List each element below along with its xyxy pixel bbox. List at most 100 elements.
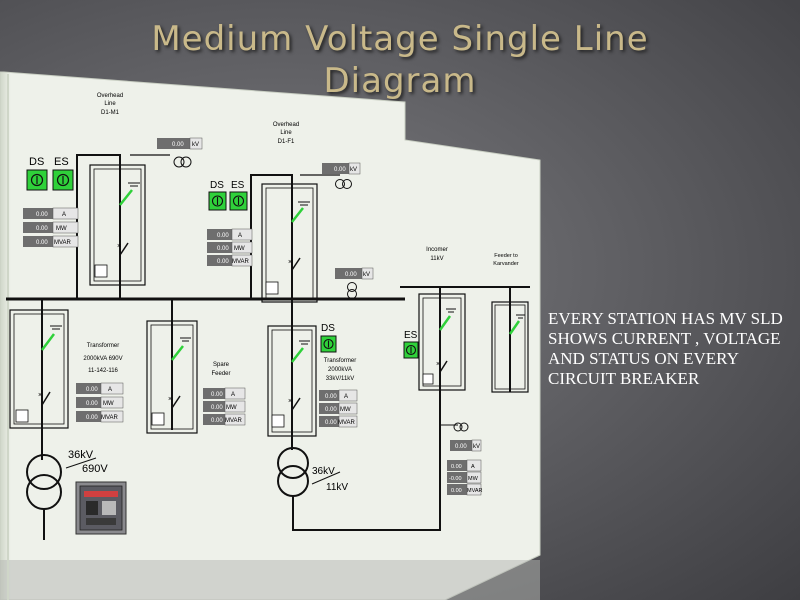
d1f1-current-unit: A — [238, 233, 242, 239]
es-switch-incomer[interactable] — [403, 341, 419, 359]
t2-current-value: 0.00 — [325, 394, 337, 400]
incomer-mvar-value: 0.00 — [451, 488, 462, 494]
svg-text:×: × — [436, 361, 440, 368]
d1m1-kv-value: 0.00 — [172, 142, 184, 148]
incomer-kv-value: 0.00 — [455, 444, 467, 450]
incomer-kv-unit: kV — [473, 444, 480, 450]
d1m1-current-value: 0.00 — [36, 212, 48, 218]
d1m1-mw-unit: MW — [56, 226, 67, 232]
es-label-middle: ES — [231, 180, 245, 191]
label-line-d1m1-2: Line — [104, 101, 116, 107]
d1m1-mvar-unit: MVAR — [54, 240, 72, 246]
ds-es-group-middle: DS ES — [208, 180, 248, 211]
d1f1-current-value: 0.00 — [217, 233, 229, 239]
kv-meter-d1m1: 0.00 kV — [157, 137, 203, 168]
transformer-2-rating: 2000kVA — [328, 367, 352, 373]
t2-mw-unit: MW — [340, 407, 351, 413]
feeder-d1-m1: Overhead Line D1-M1 × — [76, 93, 170, 299]
incomer-label-1: Incomer — [426, 247, 448, 253]
transformer-1-lv-rating: 690V — [82, 463, 108, 475]
es-group-incomer: ES — [403, 330, 419, 359]
diagram-panel — [0, 71, 541, 600]
svg-text:×: × — [117, 243, 121, 250]
ds-switch-middle[interactable] — [208, 191, 227, 211]
ds-label-t2: DS — [321, 323, 335, 334]
d1m1-kv-unit: kV — [192, 142, 199, 148]
t1-mvar-value: 0.00 — [86, 415, 98, 421]
svg-text:×: × — [288, 398, 292, 405]
incomer-label-2: 11kV — [430, 256, 443, 262]
d1f1-kv-unit: kV — [350, 167, 357, 173]
feeder-karvander-label-2: Karvander — [493, 261, 519, 267]
svg-text:×: × — [168, 396, 172, 403]
feeder-karvander-label-1: Feeder to — [494, 253, 518, 259]
meter-block-d1f1: 0.00 A 0.00 MW 0.00 MVAR — [207, 228, 253, 267]
feeder-transformer-1: × 36kV 690V Transformer 2000kVA 690V 11-… — [9, 299, 123, 540]
d1m1-mvar-value: 0.00 — [36, 240, 48, 246]
d1f1-kv-value: 0.00 — [334, 167, 346, 173]
feeder-karvander: Feeder to Karvander — [491, 253, 529, 393]
transformer-2-name: Transformer — [324, 358, 356, 364]
d1f1-mvar-unit: MVAR — [232, 259, 250, 265]
svg-text:×: × — [288, 259, 292, 266]
t1-current-value: 0.00 — [86, 387, 98, 393]
transformer-1-rating: 2000kVA 690V — [83, 356, 122, 362]
transformer-1-id: 11-142-116 — [88, 368, 118, 374]
slide-caption: EVERY STATION HAS MV SLD SHOWS CURRENT ,… — [548, 309, 783, 388]
spare-feeder-label-2: Feeder — [211, 371, 230, 377]
spare-mw-value: 0.00 — [211, 405, 223, 411]
ds-group-transformer-2: DS — [320, 323, 337, 353]
es-switch-middle[interactable] — [229, 191, 248, 211]
feeder-transformer-2: × 36kV 11kV Transformer 2000kVA 33kV/11k… — [267, 299, 441, 531]
slide-title-line-2: Diagram — [323, 61, 477, 101]
transformer-2-hv-rating: 36kV — [312, 466, 335, 477]
spare-mvar-value: 0.00 — [211, 418, 223, 424]
ds-switch-t2[interactable] — [320, 335, 337, 353]
ds-es-group-left: DS ES — [26, 156, 74, 191]
label-line-d1f1-1: Overhead — [273, 122, 299, 128]
meter-block-transformer-1: 0.00 A 0.00 MW 0.00 MVAR — [76, 382, 124, 423]
spare-current-unit: A — [231, 392, 235, 398]
label-line-d1m1-3: D1-M1 — [101, 110, 120, 116]
d1m1-mw-value: 0.00 — [36, 226, 48, 232]
transformer-1-hv-rating: 36kV — [68, 449, 94, 461]
meter-block-spare: 0.00 A 0.00 MW 0.00 MVAR — [203, 387, 246, 426]
kv-meter-incomer: 0.00 kV — [440, 422, 482, 452]
incomer-mw-value: -0.00 — [449, 476, 462, 482]
es-switch-left[interactable] — [52, 169, 74, 191]
feeder-spare: × Spare Feeder — [146, 299, 231, 434]
t2-mvar-value: 0.00 — [325, 420, 337, 426]
slide-title-line-1: Medium Voltage Single Line — [151, 19, 649, 59]
d1f1-mw-value: 0.00 — [217, 246, 229, 252]
busbar-kv-unit: kV — [363, 272, 370, 278]
lv-breaker-device[interactable] — [75, 481, 127, 535]
label-line-d1f1-3: D1-F1 — [278, 139, 295, 145]
spare-mvar-unit: MVAR — [225, 418, 243, 424]
ds-switch-left[interactable] — [26, 169, 48, 191]
t2-mvar-unit: MVAR — [338, 420, 356, 426]
incomer-mvar-unit: MVAR — [467, 488, 483, 494]
ds-label-middle: DS — [210, 180, 224, 191]
ds-label-left: DS — [29, 156, 44, 168]
spare-current-value: 0.00 — [211, 392, 223, 398]
t2-mw-value: 0.00 — [325, 407, 337, 413]
label-line-d1m1-1: Overhead — [97, 93, 123, 99]
kv-meter-d1f1: 0.00 kV — [322, 162, 361, 189]
slide-title: Medium Voltage Single Line Diagram — [0, 18, 800, 102]
kv-meter-busbar: 0.00 kV — [335, 267, 374, 299]
t1-mw-value: 0.00 — [86, 401, 98, 407]
t1-current-unit: A — [108, 387, 112, 393]
svg-text:×: × — [38, 392, 42, 399]
spare-mw-unit: MW — [226, 405, 237, 411]
transformer-2-voltage: 33kV/11kV — [326, 376, 355, 382]
meter-block-d1m1: 0.00 A 0.00 MW 0.00 MVAR — [23, 207, 79, 248]
incomer-current-value: 0.00 — [451, 464, 462, 470]
meter-block-incomer: 0.00 A -0.00 MW 0.00 MVAR — [447, 459, 483, 496]
t2-current-unit: A — [344, 394, 348, 400]
transformer-1-name: Transformer — [87, 343, 119, 349]
meter-block-transformer-2: 0.00 A 0.00 MW 0.00 MVAR — [319, 389, 358, 428]
d1m1-current-unit: A — [62, 212, 66, 218]
feeder-incomer: Incomer 11kV × — [418, 247, 466, 430]
